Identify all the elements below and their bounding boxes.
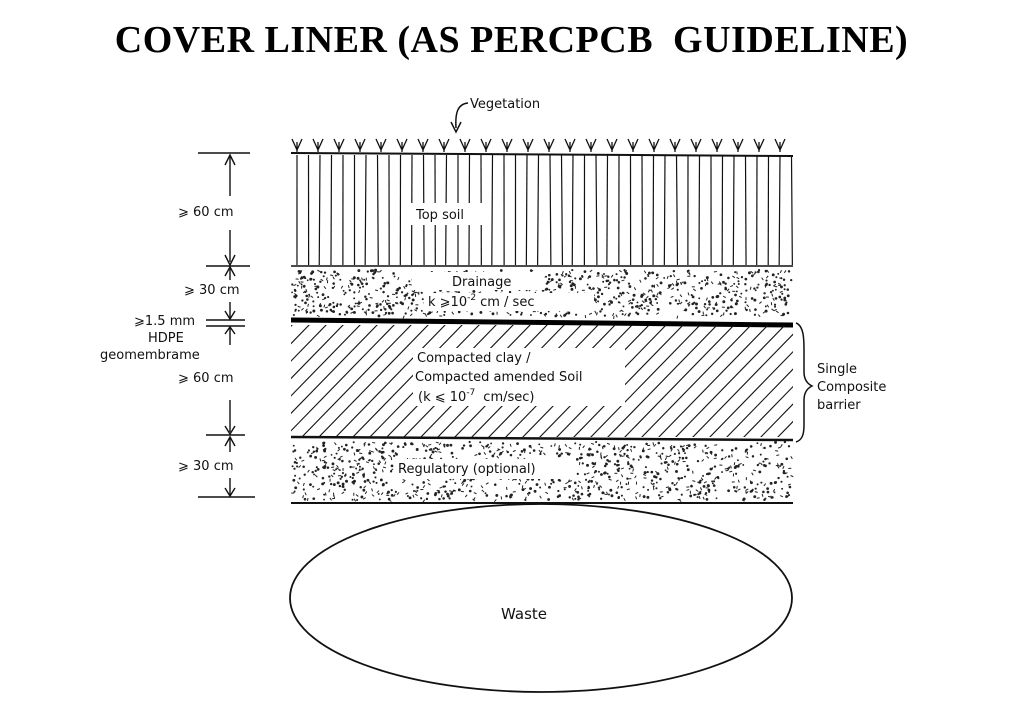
top-soil-label: Top soil xyxy=(415,208,464,223)
dim-regulatory: ⩾ 30 cm xyxy=(178,459,234,474)
dim-geomembrane-label: geomembrame xyxy=(100,348,200,363)
barrier-label-barrier: barrier xyxy=(817,398,861,413)
waste-body xyxy=(289,503,793,693)
dim-top-soil: ⩾ 60 cm xyxy=(178,205,234,220)
dim-hdpe-thickness: ⩾1.5 mm xyxy=(134,314,195,329)
vegetation-label: Vegetation xyxy=(470,97,540,112)
vegetation-arrowhead xyxy=(450,121,462,134)
dimension-lines xyxy=(198,152,255,498)
vegetation-arrow xyxy=(455,102,469,129)
dim-clay: ⩾ 60 cm xyxy=(178,371,234,386)
drainage-label: Drainage xyxy=(452,275,511,290)
dim-hdpe-label: HDPE xyxy=(148,331,184,346)
hdpe-geomembrane-line xyxy=(290,317,794,328)
clay-label-line2: Compacted amended Soil xyxy=(415,370,582,385)
page-title: COVER LINER (AS PERCPCB GUIDELINE) xyxy=(114,19,909,61)
regulatory-layer: Regulatory (optional) xyxy=(291,440,794,504)
vegetation-tufts xyxy=(291,138,786,152)
barrier-label-composite: Composite xyxy=(817,380,886,395)
barrier-label-single: Single xyxy=(817,362,857,377)
composite-barrier-brace xyxy=(795,322,814,443)
regulatory-label: Regulatory (optional) xyxy=(398,462,536,477)
clay-label-line1: Compacted clay / xyxy=(417,351,531,366)
dim-drainage: ⩾ 30 cm xyxy=(184,283,240,298)
waste-label: Waste xyxy=(501,605,547,623)
top-soil-layer: Top soil xyxy=(290,152,794,267)
compacted-clay-layer: Compacted clay / Compacted amended Soil … xyxy=(290,325,794,442)
